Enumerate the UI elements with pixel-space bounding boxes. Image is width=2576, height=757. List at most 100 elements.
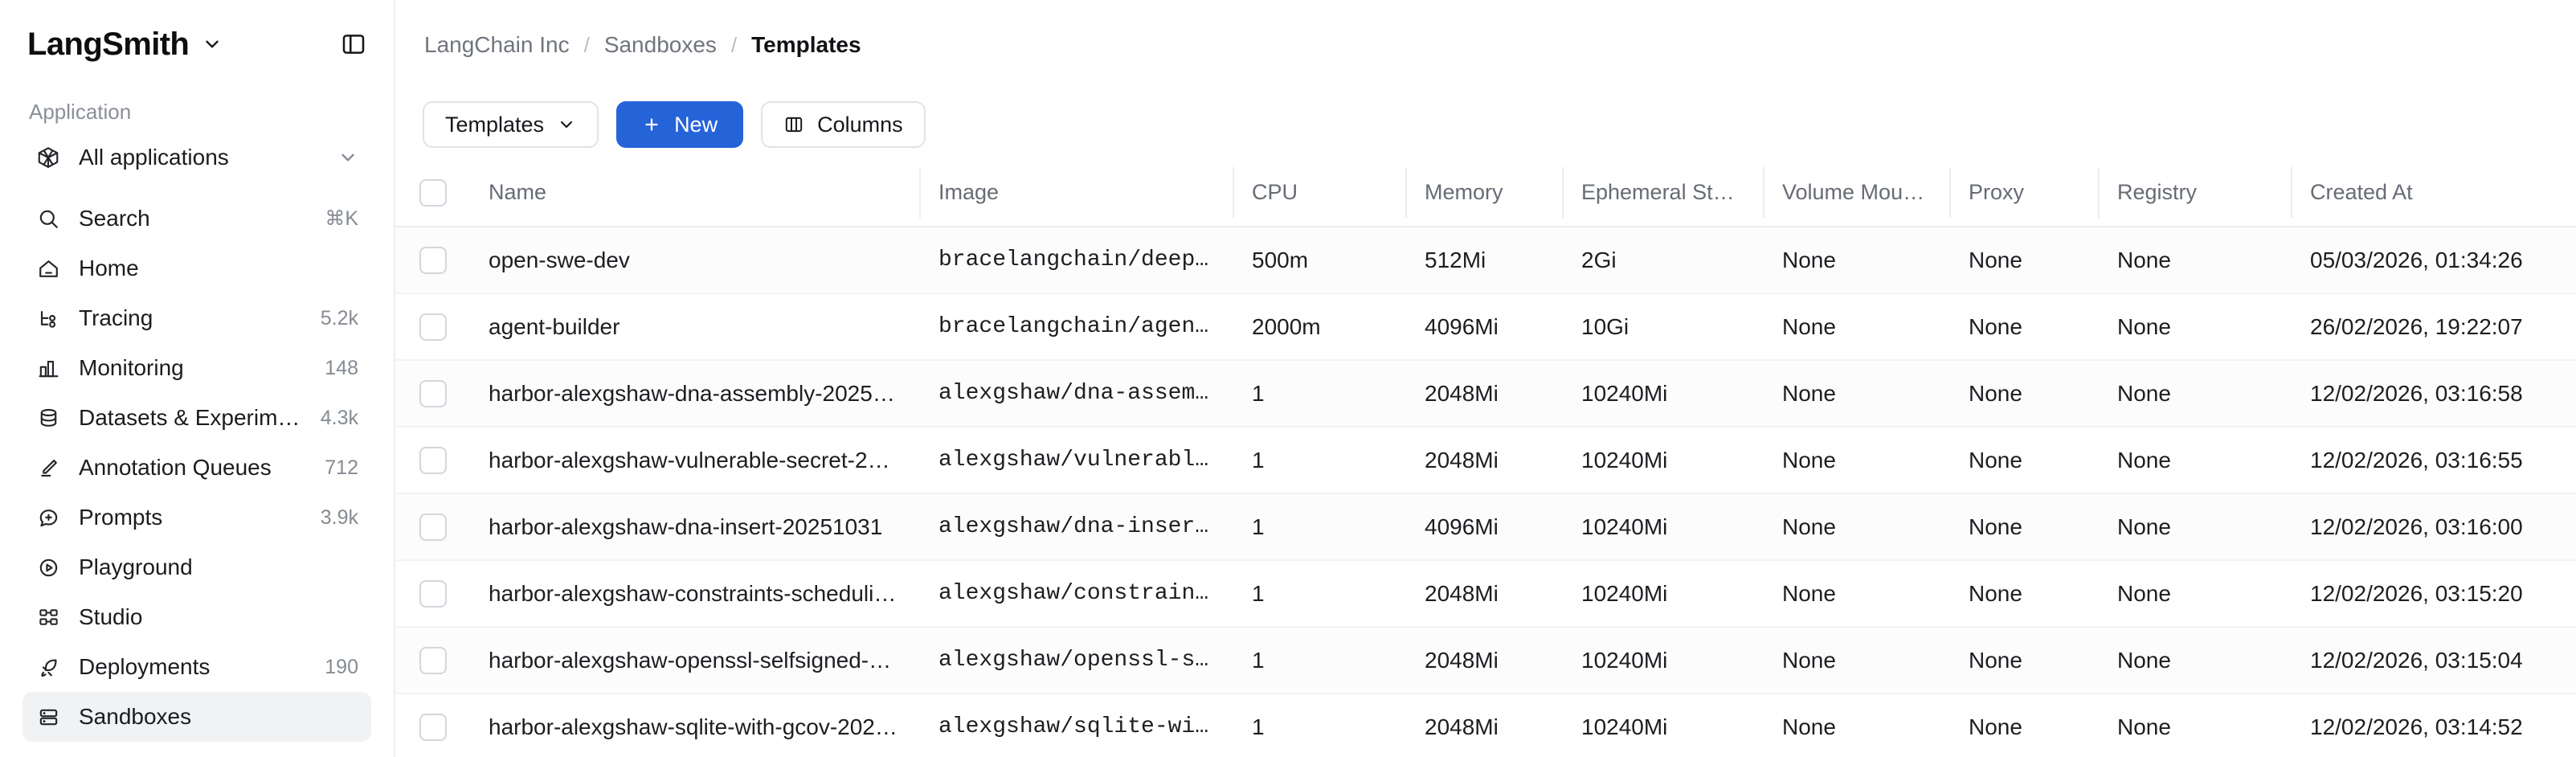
cell-image: alexgshaw/dna-assemb…: [919, 360, 1233, 428]
sidebar-item-search[interactable]: Search ⌘K: [22, 194, 371, 243]
cell-created-at: 05/03/2026, 01:34:26: [2291, 227, 2576, 294]
database-icon: [35, 405, 61, 431]
sidebar-item-annotation-queues[interactable]: Annotation Queues 712: [22, 443, 371, 493]
column-header-proxy[interactable]: Proxy: [1949, 159, 2098, 227]
row-checkbox[interactable]: [419, 313, 447, 341]
breadcrumb-item-sandboxes[interactable]: Sandboxes: [603, 32, 717, 57]
sidebar-item-all-applications[interactable]: All applications: [22, 133, 371, 182]
cell-volume-mounts: None: [1763, 227, 1949, 294]
row-select-cell: [395, 293, 469, 361]
sidebar-item-badge: 5.2k: [320, 306, 358, 329]
sidebar-item-deployments[interactable]: Deployments 190: [22, 642, 371, 692]
cell-registry: None: [2098, 694, 2291, 757]
cell-proxy: None: [1949, 360, 2098, 428]
row-checkbox[interactable]: [419, 446, 447, 474]
tracing-icon: [35, 305, 61, 331]
sidebar-item-sandboxes[interactable]: Sandboxes: [22, 692, 371, 742]
sidebar-item-label: Datasets & Experiments: [79, 405, 303, 430]
server-icon: [35, 704, 61, 730]
cell-created-at: 12/02/2026, 03:15:20: [2291, 560, 2576, 628]
cell-volume-mounts: None: [1763, 293, 1949, 361]
row-checkbox[interactable]: [419, 713, 447, 741]
table-row[interactable]: harbor-alexgshaw-vulnerable-secret-202…a…: [395, 427, 2576, 494]
cell-memory: 2048Mi: [1405, 427, 1562, 494]
row-checkbox[interactable]: [419, 379, 447, 407]
column-header-image[interactable]: Image: [919, 159, 1233, 227]
cell-created-at: 12/02/2026, 03:15:04: [2291, 627, 2576, 694]
sidebar-item-label: Home: [79, 256, 139, 280]
cell-registry: None: [2098, 427, 2291, 494]
row-select-cell: [395, 560, 469, 628]
sidebar-item-label: All applications: [79, 145, 229, 170]
sidebar-item-tracing[interactable]: Tracing 5.2k: [22, 293, 371, 343]
cell-memory: 2048Mi: [1405, 694, 1562, 757]
column-header-volume-mounts[interactable]: Volume Mounts: [1763, 159, 1949, 227]
cell-cpu: 500m: [1233, 227, 1405, 294]
play-circle-icon: [35, 554, 61, 580]
row-checkbox[interactable]: [419, 246, 447, 274]
cell-name: agent-builder: [469, 293, 919, 361]
column-header-name[interactable]: Name: [469, 159, 919, 227]
view-select-templates[interactable]: Templates: [423, 101, 599, 148]
chevron-down-icon[interactable]: [202, 34, 223, 55]
cell-volume-mounts: None: [1763, 627, 1949, 694]
row-checkbox[interactable]: [419, 646, 447, 674]
cell-registry: None: [2098, 627, 2291, 694]
column-header-cpu[interactable]: CPU: [1233, 159, 1405, 227]
row-checkbox[interactable]: [419, 579, 447, 608]
columns-icon: [783, 114, 804, 135]
sidebar-item-studio[interactable]: Studio: [22, 592, 371, 642]
sidebar-item-monitoring[interactable]: Monitoring 148: [22, 343, 371, 393]
column-header-ephemeral-storage[interactable]: Ephemeral Storage: [1562, 159, 1763, 227]
row-select-cell: [395, 493, 469, 561]
cell-image: alexgshaw/sqlite-wit…: [919, 694, 1233, 757]
cell-name: harbor-alexgshaw-constraints-scheduling…: [469, 560, 919, 628]
cell-registry: None: [2098, 360, 2291, 428]
column-header-registry[interactable]: Registry: [2098, 159, 2291, 227]
cell-registry: None: [2098, 293, 2291, 361]
sidebar-header: LangSmith: [22, 0, 371, 88]
cell-name: harbor-alexgshaw-openssl-selfsigned-ce…: [469, 627, 919, 694]
cell-memory: 4096Mi: [1405, 493, 1562, 561]
sidebar-item-label: Annotation Queues: [79, 455, 272, 480]
cell-created-at: 12/02/2026, 03:16:55: [2291, 427, 2576, 494]
sidebar-item-playground[interactable]: Playground: [22, 542, 371, 592]
column-header-created-at[interactable]: Created At: [2291, 159, 2576, 227]
sidebar-item-datasets-experiments[interactable]: Datasets & Experiments 4.3k: [22, 393, 371, 443]
sidebar-item-prompts[interactable]: Prompts 3.9k: [22, 493, 371, 542]
table-row[interactable]: harbor-alexgshaw-sqlite-with-gcov-2025…a…: [395, 694, 2576, 757]
new-button-label: New: [674, 112, 718, 137]
cell-name: open-swe-dev: [469, 227, 919, 294]
cell-image: alexgshaw/openssl-se…: [919, 627, 1233, 694]
cell-memory: 2048Mi: [1405, 360, 1562, 428]
sidebar-item-label: Search: [79, 206, 150, 231]
cell-memory: 4096Mi: [1405, 293, 1562, 361]
column-header-memory[interactable]: Memory: [1405, 159, 1562, 227]
new-button[interactable]: New: [616, 101, 744, 148]
sidebar-item-badge: 4.3k: [320, 406, 358, 429]
table-header-row: Name Image CPU Memory Ephemeral Storage …: [395, 159, 2576, 227]
breadcrumb-item-templates: Templates: [751, 32, 861, 57]
sidebar-panel-icon[interactable]: [341, 31, 371, 57]
cell-memory: 2048Mi: [1405, 627, 1562, 694]
columns-button[interactable]: Columns: [761, 101, 926, 148]
cell-volume-mounts: None: [1763, 427, 1949, 494]
cell-cpu: 1: [1233, 360, 1405, 428]
breadcrumb-item-org[interactable]: LangChain Inc: [424, 32, 570, 57]
table-row[interactable]: harbor-alexgshaw-openssl-selfsigned-ce…a…: [395, 627, 2576, 694]
sidebar-item-label: Deployments: [79, 654, 211, 679]
cell-ephemeral-storage: 10Gi: [1562, 293, 1763, 361]
cell-image: bracelangchain/deepa…: [919, 227, 1233, 294]
select-all-checkbox[interactable]: [419, 178, 447, 207]
table-row[interactable]: harbor-alexgshaw-constraints-scheduling……: [395, 560, 2576, 628]
sidebar-item-label: Tracing: [79, 305, 153, 330]
row-select-cell: [395, 427, 469, 494]
cell-ephemeral-storage: 10240Mi: [1562, 694, 1763, 757]
row-checkbox[interactable]: [419, 513, 447, 541]
chevron-down-icon[interactable]: [337, 147, 358, 168]
sidebar-item-home[interactable]: Home: [22, 243, 371, 293]
